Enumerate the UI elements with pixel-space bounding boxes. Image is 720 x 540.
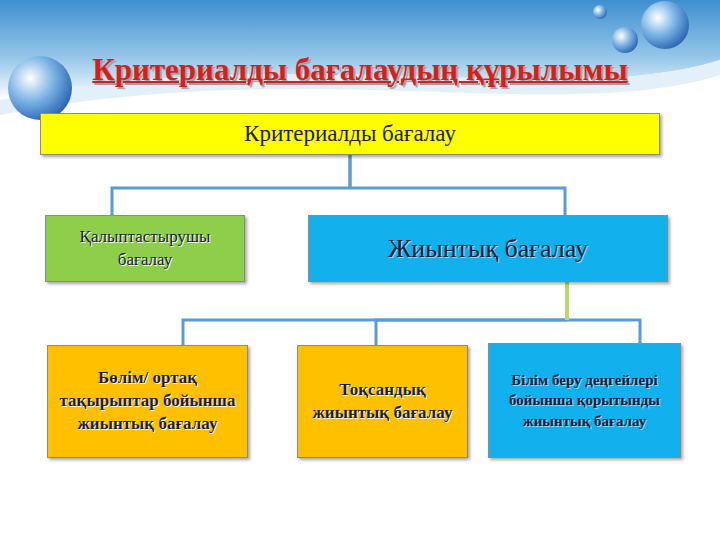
connector-branch — [376, 320, 567, 345]
connector-stem — [349, 155, 352, 188]
connector-stem — [565, 282, 569, 320]
category-box: Қалыптастырушы бағалау — [45, 215, 245, 282]
bubble — [641, 1, 689, 49]
connector-stem — [349, 155, 352, 188]
connector-branch — [183, 320, 567, 345]
category-box: Жиынтық бағалау — [308, 215, 668, 282]
tree-connector — [350, 155, 565, 215]
subtype-box: Білім беру деңгейлері бойынша қорытынды … — [488, 343, 681, 458]
connector-branch — [112, 188, 350, 215]
bubble — [8, 56, 72, 120]
connector-branch — [350, 188, 565, 215]
tree-connector — [183, 282, 567, 345]
connector-stem — [565, 282, 569, 320]
connector-branch — [567, 320, 640, 343]
box-label: Білім беру деңгейлері бойынша қорытынды … — [497, 370, 672, 431]
tree-connector — [112, 155, 350, 215]
subtype-box: Бөлім/ ортақ тақырыптар бойынша жиынтық … — [47, 345, 248, 458]
tree-connector — [376, 282, 567, 345]
header-swoosh — [0, 0, 720, 100]
box-label: Қалыптастырушы бағалау — [54, 226, 236, 272]
bubble — [612, 27, 638, 53]
root-box: Критериалды бағалау — [40, 113, 660, 155]
box-label: Бөлім/ ортақ тақырыптар бойынша жиынтық … — [56, 367, 239, 436]
box-label: Критериалды бағалау — [244, 118, 456, 149]
box-label: Жиынтық бағалау — [388, 231, 588, 266]
diagram-title: Критериалды бағалаудың құрылымы — [40, 52, 680, 88]
box-label: Тоқсандық жиынтық бағалау — [306, 379, 459, 425]
connector-stem — [565, 282, 569, 320]
subtype-box: Тоқсандық жиынтық бағалау — [297, 345, 468, 458]
bubble — [593, 5, 607, 19]
tree-connector — [567, 282, 640, 343]
